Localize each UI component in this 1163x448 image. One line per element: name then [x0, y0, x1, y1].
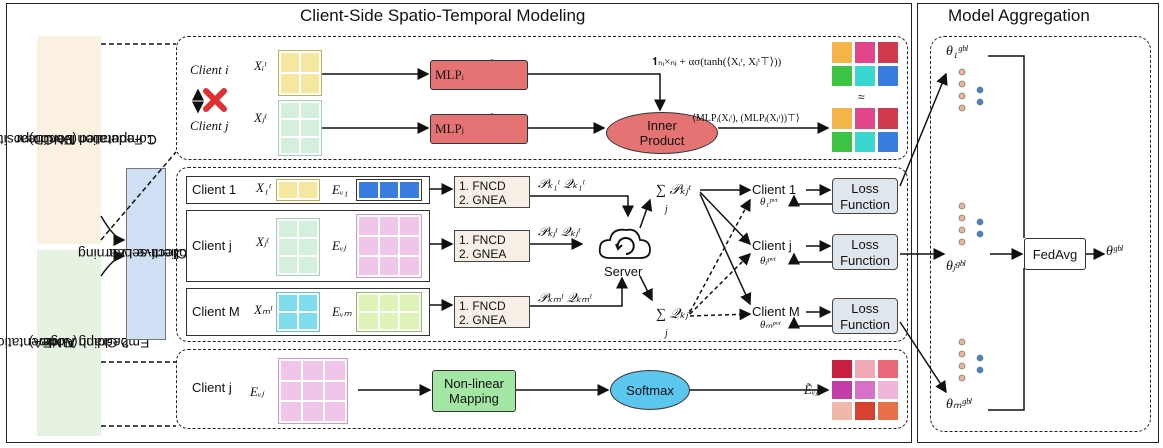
- loss-m-line1: Loss: [851, 301, 879, 316]
- theta-gbl-j: θⱼᵍᵇˡ: [946, 259, 965, 274]
- sum-p: ∑ 𝒫ₖⱼᵗ: [656, 183, 691, 198]
- aggregation-title: Model Aggregation: [948, 6, 1090, 25]
- fncd-client-j: Client j: [190, 118, 229, 133]
- sum-q: ∑ 𝒬ₖⱼᵗ: [656, 307, 691, 322]
- x-1-matrix: [276, 179, 320, 201]
- fncd-box: [176, 36, 908, 160]
- theta-pvt-1: θ₁ᵖᵛᵗ: [760, 196, 778, 208]
- theta-pvt-j: θⱼᵖᵛᵗ: [760, 255, 776, 267]
- pq-k1: 𝒫ₖ₁ᵗ 𝒬ₖ₁ᵗ: [538, 176, 585, 191]
- csl-e-m: Eᵥₘ: [332, 304, 352, 319]
- csl-e-j: Eᵥⱼ: [332, 238, 346, 253]
- loss-j-line1: Loss: [851, 237, 879, 252]
- mlp-i-box: MLPᵢ: [430, 60, 528, 90]
- gnea-e: Eᵥⱼ: [250, 384, 264, 399]
- theta-pvt-m: θₘᵖᵛᵗ: [760, 319, 781, 331]
- e-j-matrix: [356, 214, 422, 278]
- server-client-1: Client 1: [752, 182, 797, 197]
- server-label: Server: [604, 264, 643, 279]
- theta-gbl-1: θ₁ᵍᵇˡ: [946, 44, 968, 59]
- server-client-m: Client M: [752, 304, 800, 319]
- fedavg-label: FedAvg: [1032, 246, 1078, 262]
- gnea-client: Client j: [192, 380, 232, 395]
- fncd-output-top: [830, 40, 900, 88]
- formula-bottom: ⟨MLPᵢ(Xᵢᵗ), (MLPⱼ(Xⱼᵗ))⊤⟩: [692, 113, 800, 124]
- step-m-fncd: 1. FNCD: [459, 299, 506, 313]
- csl-client-j: Client j: [192, 238, 232, 253]
- aggregation-panel: [917, 3, 1159, 443]
- sum-q-sub: j: [665, 328, 668, 339]
- server-client-j: Client j: [752, 238, 792, 253]
- fncd-x-i: Xᵢᵗ: [254, 58, 267, 73]
- theta-gbl-m: θₘᵍᵇˡ: [946, 397, 972, 412]
- mlp-j-box: MLPⱼ: [430, 114, 528, 144]
- mlp-j-label: MLPⱼ: [435, 121, 465, 136]
- x-m-matrix: [276, 292, 320, 332]
- cross-icon: [203, 88, 227, 112]
- fncd-client-i: Client i: [190, 62, 229, 77]
- step-1-gnea: 2. GNEA: [459, 193, 507, 207]
- gnea-e-out: Ẽᵥⱼ: [804, 382, 818, 397]
- mlp-i-label: MLPᵢ: [435, 67, 464, 82]
- pq-km: 𝒫ₖₘᵗ 𝒬ₖₘᵗ: [538, 290, 592, 305]
- step-m-gnea: 2. GNEA: [459, 313, 507, 327]
- nonlinear-line2: Mapping: [449, 391, 499, 406]
- sum-p-sub: j: [665, 204, 668, 215]
- client-side-title: Client-Side Spatio-Temporal Modeling: [300, 6, 586, 25]
- x-j-matrix-csl: [276, 218, 320, 276]
- loss-1-line2: Function: [840, 197, 890, 212]
- csl-client-m: Client M: [192, 304, 240, 319]
- x-i-matrix: [278, 50, 322, 96]
- aggregation-box: [930, 36, 1151, 432]
- gnea-output-matrix: [830, 358, 900, 422]
- softmax-node: Softmax: [610, 370, 690, 410]
- csl-client-1: Client 1: [192, 182, 237, 197]
- fncd-output-bottom: [830, 106, 900, 154]
- fedavg-box: FedAvg: [1024, 238, 1086, 270]
- e-1-matrix: [356, 179, 422, 201]
- inner-product-line2: Product: [639, 133, 685, 148]
- formula-top: 𝟏ₙᵢ×ₙⱼ + ασ(tanh(⟨Xᵢᵗ, Xⱼᵗ⊤⟩)): [652, 56, 782, 68]
- csl-x-m: Xₘᵗ: [254, 302, 273, 317]
- fncd-x-j: Xⱼᵗ: [254, 110, 267, 125]
- csl-x-1: X₁ᵗ: [256, 180, 271, 195]
- loss-1-line1: Loss: [851, 181, 879, 196]
- loss-j-line2: Function: [840, 253, 890, 268]
- csl-x-j: Xⱼᵗ: [256, 234, 269, 249]
- model-icons: [958, 68, 984, 382]
- client-side-panel: [6, 3, 912, 443]
- loss-m-line2: Function: [840, 317, 890, 332]
- inner-product-line1: Inner: [647, 118, 677, 133]
- e-m-matrix: [356, 292, 422, 332]
- gnea-box: [176, 349, 908, 429]
- step-j-gnea: 2. GNEA: [459, 247, 507, 261]
- csl-e-1: Eᵥ₁: [332, 182, 349, 197]
- step-j-fncd: 1. FNCD: [459, 233, 506, 247]
- approx-symbol: ≈: [858, 90, 865, 104]
- x-j-matrix: [278, 100, 322, 156]
- theta-gbl-out: θᵍᵇˡ: [1106, 244, 1123, 259]
- nonlinear-line1: Non-linear: [444, 376, 504, 391]
- pq-kj: 𝒫ₖⱼᵗ 𝒬ₖⱼᵗ: [538, 224, 580, 239]
- gnea-e-matrix: [278, 358, 348, 424]
- step-1-fncd: 1. FNCD: [459, 179, 506, 193]
- softmax-label: Softmax: [626, 382, 674, 398]
- cloud-icon: [596, 222, 652, 264]
